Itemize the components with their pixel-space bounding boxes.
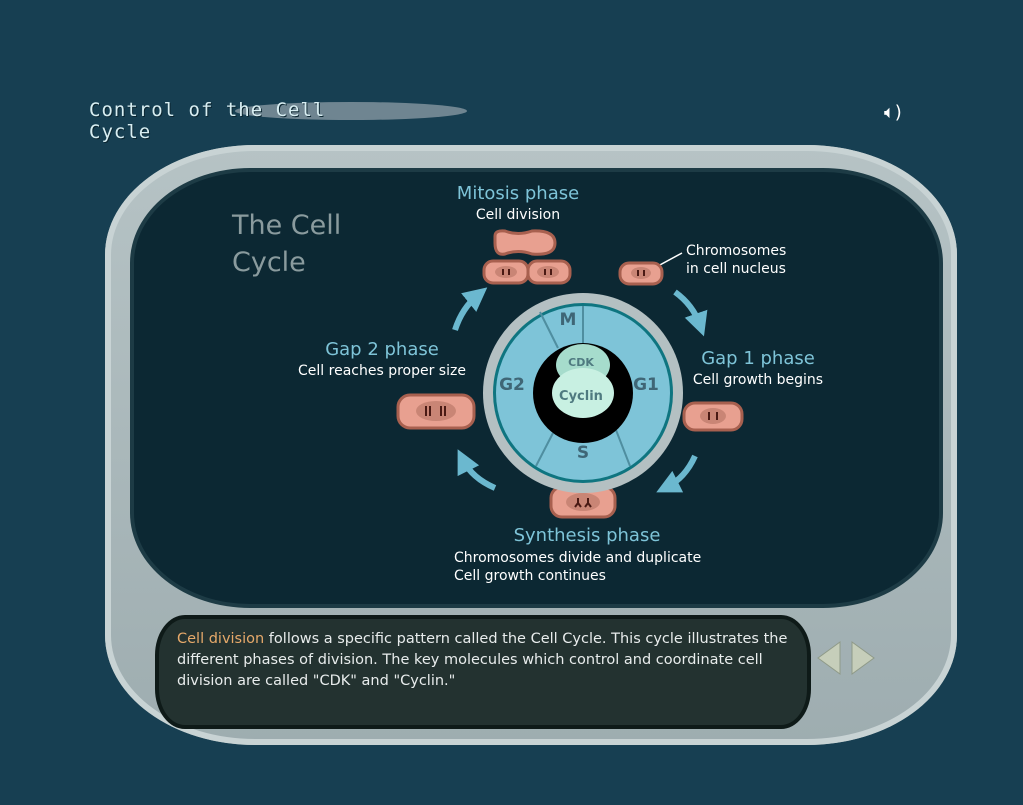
speaker-icon[interactable]: 🔈︎) (884, 102, 902, 123)
gap2-desc: Cell reaches proper size (298, 363, 466, 379)
title-underlay (235, 102, 467, 120)
mitosis-title: Mitosis phase (457, 183, 579, 204)
cycle-arrows (452, 287, 708, 493)
synthesis-desc-2: Cell growth continues (454, 568, 606, 584)
gap1-desc: Cell growth begins (693, 372, 823, 388)
wheel-g2: G2 (499, 375, 525, 395)
gap2-title: Gap 2 phase (325, 339, 439, 360)
phase-wheel: M G1 G2 S CDK Cyclin (483, 293, 683, 493)
caption-text: Cell division follows a specific pattern… (177, 629, 797, 692)
callout-1: Chromosomes (686, 243, 786, 259)
chromosomes (425, 269, 718, 508)
page-title: Control of the Cell Cycle (89, 99, 326, 143)
arrow-left-icon[interactable] (816, 640, 842, 676)
synthesis-title: Synthesis phase (514, 525, 661, 546)
wheel-s: S (577, 443, 589, 463)
caption-box: Cell division follows a specific pattern… (155, 615, 811, 729)
gap1-title: Gap 1 phase (701, 348, 815, 369)
title-bar: Control of the Cell Cycle (85, 98, 467, 143)
callout-2: in cell nucleus (686, 261, 786, 277)
mitosis-desc: Cell division (476, 207, 560, 223)
diagram-heading-2: Cycle (232, 247, 306, 278)
cyclin-label: Cyclin (559, 389, 603, 404)
caption-highlight: Cell division (177, 631, 265, 647)
cdk-label: CDK (568, 356, 594, 369)
arrow-right-icon[interactable] (850, 640, 876, 676)
diagram-heading: The Cell (231, 210, 341, 241)
dividing-cell (493, 229, 557, 256)
wheel-m: M (560, 310, 577, 330)
caption-body: follows a specific pattern called the Ce… (177, 631, 788, 689)
wheel-g1: G1 (633, 375, 659, 395)
synthesis-desc-1: Chromosomes divide and duplicate (454, 550, 701, 566)
